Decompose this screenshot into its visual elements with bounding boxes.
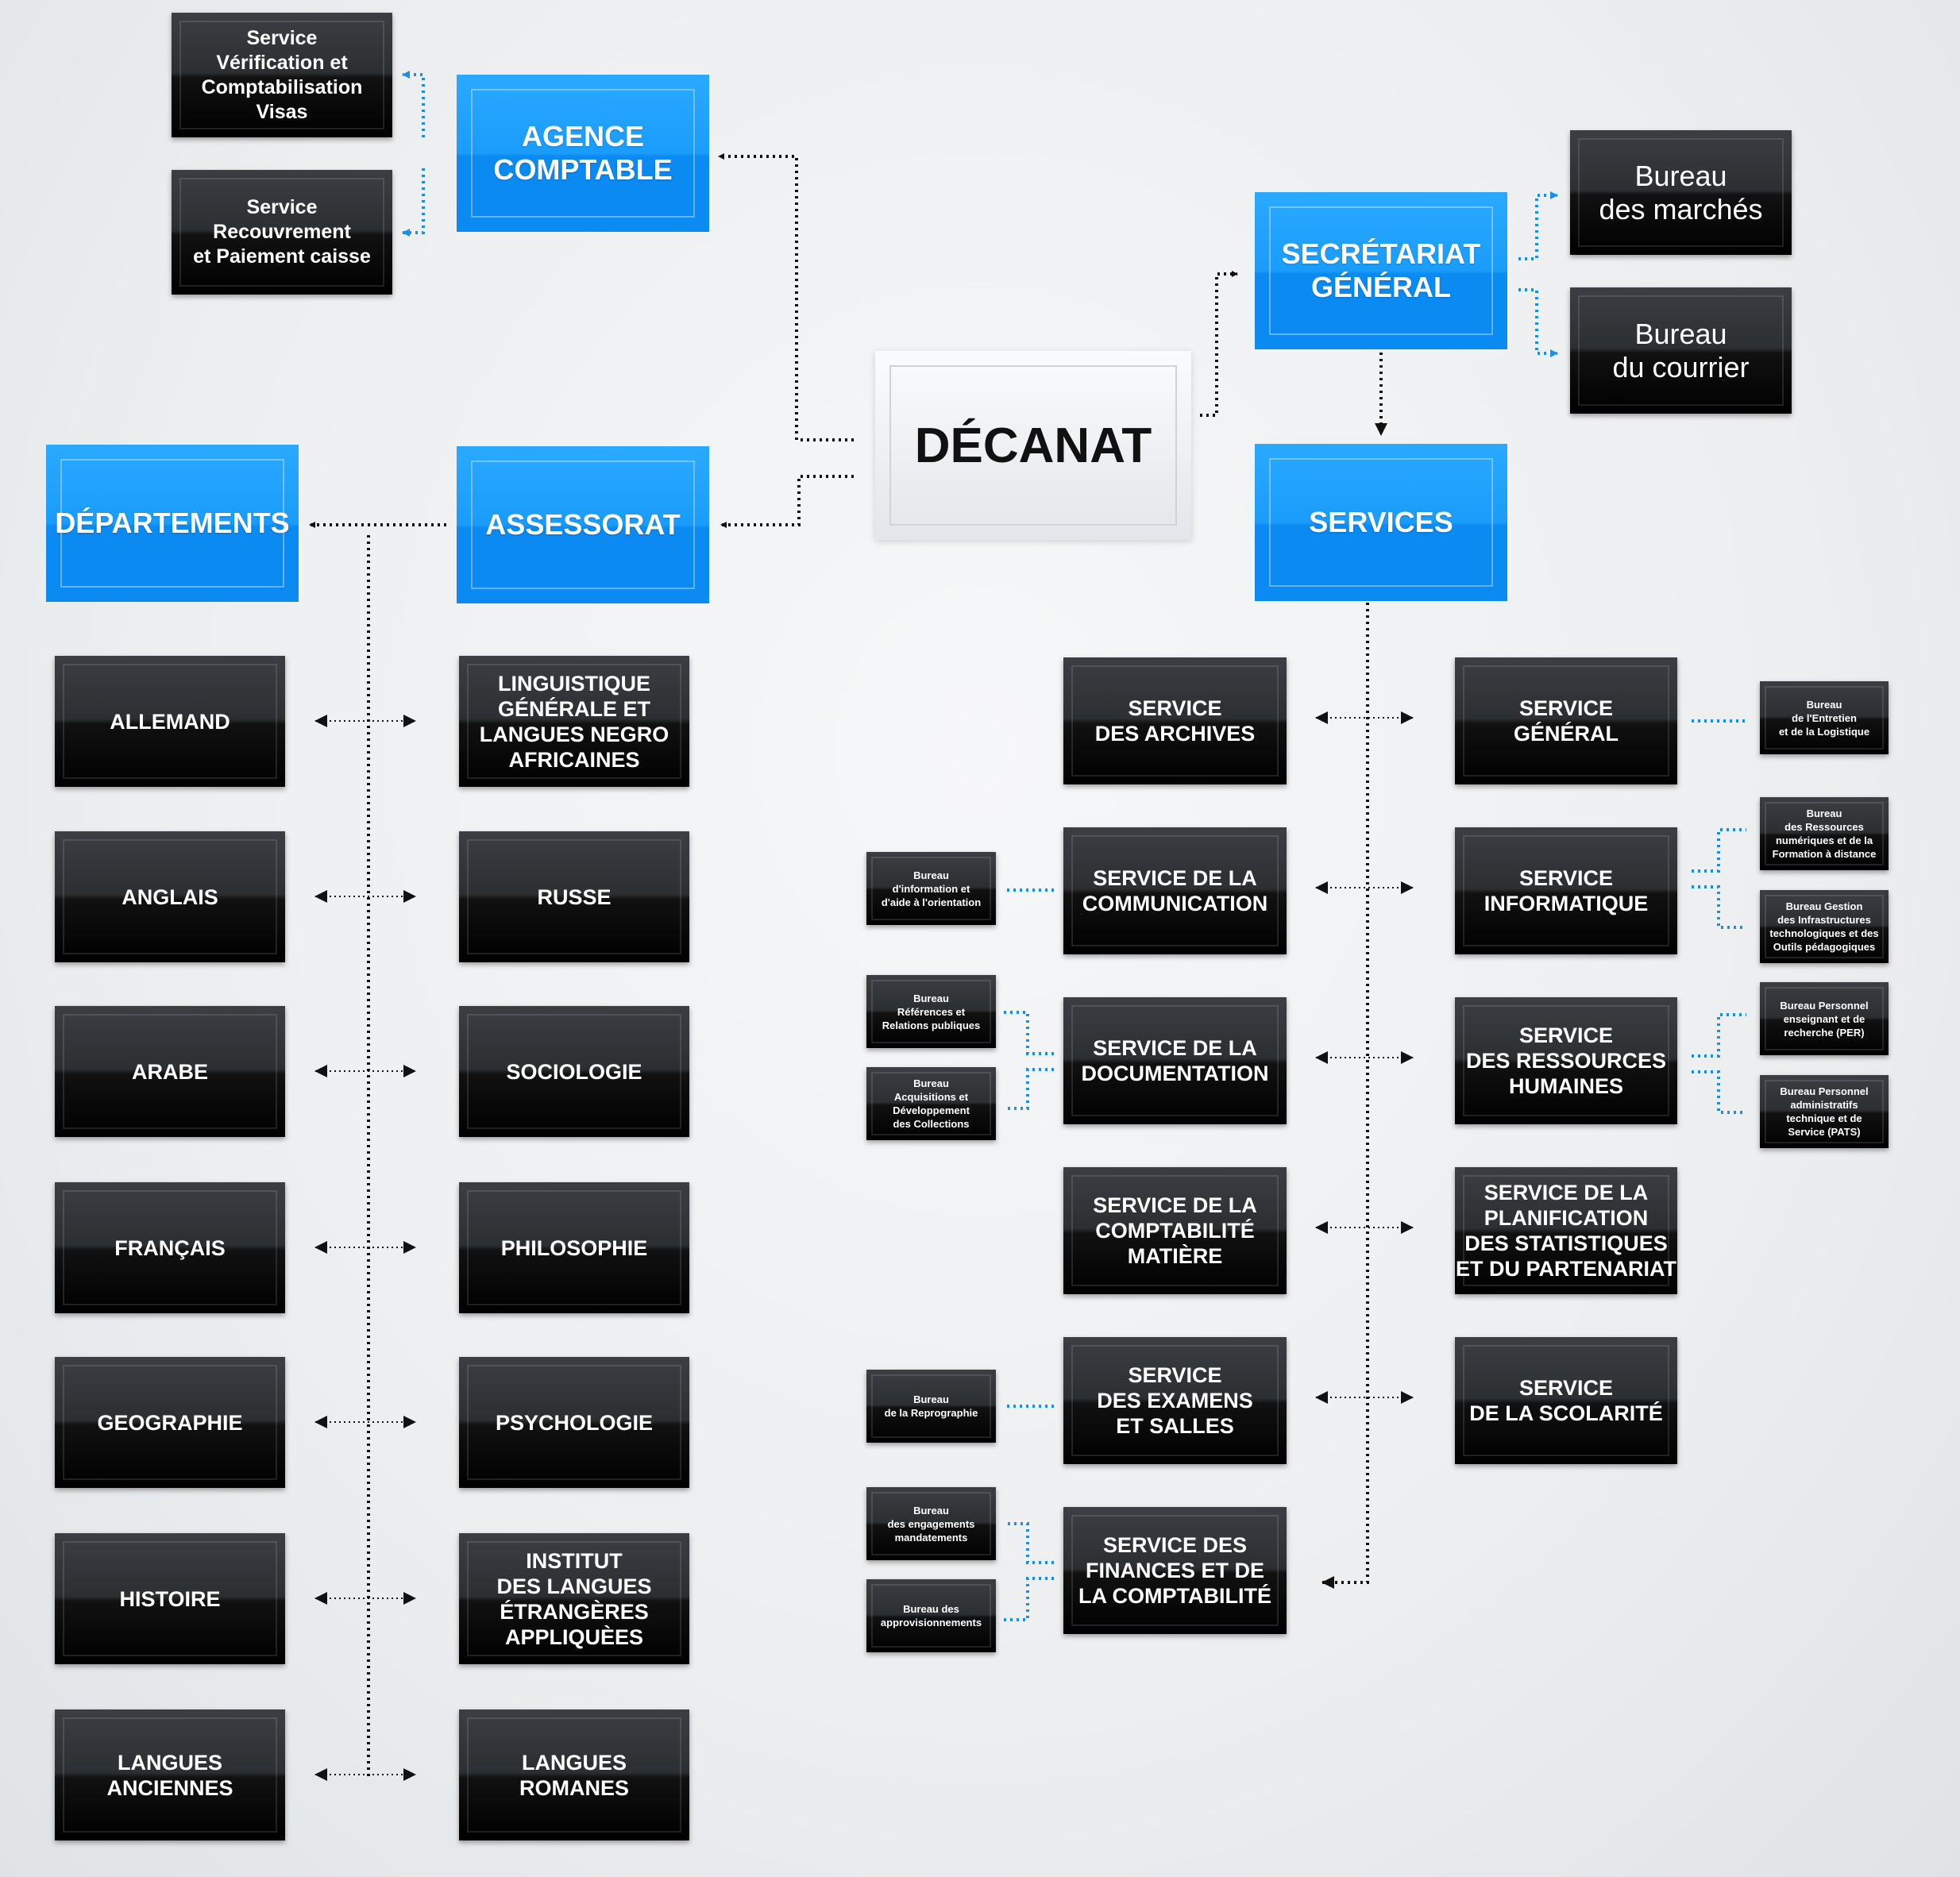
- connector-agence-recouvrement: [402, 168, 425, 237]
- agence-comptable-box: AGENCE COMPTABLE: [457, 75, 709, 232]
- department-box: RUSSE: [459, 831, 689, 962]
- service-box: SERVICE DES EXAMENS ET SALLES: [1063, 1337, 1287, 1464]
- service-box: SERVICE DE LA COMMUNICATION: [1063, 827, 1287, 954]
- service-box: SERVICE GÉNÉRAL: [1455, 657, 1677, 784]
- services-trunk: [1321, 603, 1369, 1589]
- department-box: ANGLAIS: [55, 831, 285, 962]
- service-box: SERVICE DE LA SCOLARITÉ: [1455, 1337, 1677, 1464]
- connector-sg-courrier: [1518, 288, 1558, 357]
- connector-sg-marches: [1518, 191, 1558, 260]
- connector-finances-bureau1: [1004, 1522, 1054, 1564]
- connector-agence-verification: [402, 71, 425, 137]
- service-box: SERVICE DES RESSOURCES HUMAINES: [1455, 997, 1677, 1124]
- connector-doc-bureau2: [1004, 1068, 1054, 1110]
- department-box: SOCIOLOGIE: [459, 1006, 689, 1137]
- department-box: LINGUISTIQUE GÉNÉRALE ET LANGUES NEGRO A…: [459, 656, 689, 787]
- department-box: INSTITUT DES LANGUES ÉTRANGÈRES APPLIQUÈ…: [459, 1533, 689, 1664]
- connector-decanat-secretariat: [1200, 271, 1238, 417]
- service-box: SERVICE INFORMATIQUE: [1455, 827, 1677, 954]
- services-box: SERVICES: [1255, 444, 1507, 601]
- bureau-box: Bureau Références et Relations publiques: [866, 975, 996, 1048]
- bureau-box: Bureau d'information et d'aide à l'orien…: [866, 852, 996, 925]
- bureau-box: Bureau des engagements mandatements: [866, 1487, 996, 1560]
- service-box: SERVICE DE LA DOCUMENTATION: [1063, 997, 1287, 1124]
- service-box: SERVICE DES FINANCES ET DE LA COMPTABILI…: [1063, 1507, 1287, 1634]
- connector-doc-bureau1: [1004, 1011, 1054, 1055]
- department-box: ARABE: [55, 1006, 285, 1137]
- connector-rh-bureau1: [1692, 1013, 1746, 1058]
- service-recouvrement-box: Service Recouvrement et Paiement caisse: [172, 170, 392, 295]
- connector-info-bureau2: [1692, 885, 1746, 929]
- bureau-box: Bureau Acquisitions et Développement des…: [866, 1067, 996, 1140]
- bureau-box: Bureau Gestion des Infrastructures techn…: [1760, 890, 1889, 963]
- service-box: SERVICE DE LA PLANIFICATION DES STATISTI…: [1455, 1167, 1677, 1294]
- decanat-box: DÉCANAT: [875, 351, 1191, 540]
- bureau-box: Bureau des approvisionnements: [866, 1579, 996, 1652]
- bureau-courrier-box: Bureau du courrier: [1570, 287, 1792, 414]
- department-box: HISTOIRE: [55, 1533, 285, 1664]
- secretariat-general-box: SECRÉTARIAT GÉNÉRAL: [1255, 192, 1507, 349]
- department-box: GEOGRAPHIE: [55, 1357, 285, 1488]
- department-box: ALLEMAND: [55, 656, 285, 787]
- bureau-box: Bureau des Ressources numériques et de l…: [1760, 797, 1889, 870]
- connector-decanat-agence: [718, 153, 854, 441]
- department-box: FRANÇAIS: [55, 1182, 285, 1313]
- connector-rh-bureau2: [1692, 1070, 1746, 1114]
- connector-decanat-assessorat: [720, 475, 854, 528]
- department-box: LANGUES ROMANES: [459, 1709, 689, 1840]
- connector-info-bureau1: [1692, 828, 1746, 873]
- bureau-box: Bureau de la Reprographie: [866, 1370, 996, 1443]
- departements-box: DÉPARTEMENTS: [46, 445, 299, 602]
- service-box: SERVICE DE LA COMPTABILITÉ MATIÈRE: [1063, 1167, 1287, 1294]
- department-box: PSYCHOLOGIE: [459, 1357, 689, 1488]
- connector-finances-bureau2: [1004, 1577, 1054, 1621]
- department-box: PHILOSOPHIE: [459, 1182, 689, 1313]
- department-box: LANGUES ANCIENNES: [55, 1709, 285, 1840]
- bureau-box: Bureau Personnel administratifs techniqu…: [1760, 1075, 1889, 1148]
- service-verification-box: Service Vérification et Comptabilisation…: [172, 13, 392, 137]
- bureau-box: Bureau de l'Entretien et de la Logistiqu…: [1760, 681, 1889, 754]
- bureau-box: Bureau Personnel enseignant et de recher…: [1760, 982, 1889, 1055]
- service-box: SERVICE DES ARCHIVES: [1063, 657, 1287, 784]
- assessorat-box: ASSESSORAT: [457, 446, 709, 603]
- bureau-marches-box: Bureau des marchés: [1570, 130, 1792, 255]
